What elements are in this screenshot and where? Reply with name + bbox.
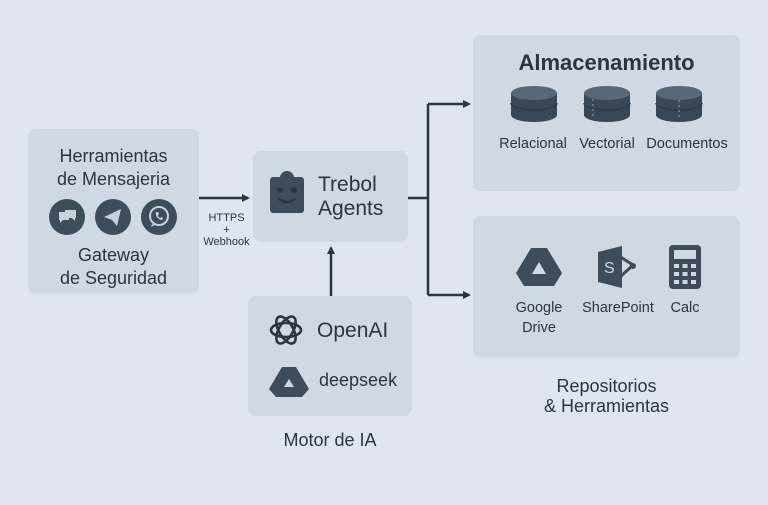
openai-label: OpenAI	[317, 319, 389, 342]
google-drive-icon	[516, 247, 562, 287]
gateway-line2: de Seguridad	[59, 268, 168, 288]
openai-icon	[267, 311, 305, 349]
svg-text:S: S	[604, 260, 615, 277]
google-drive-label-line1: Google	[515, 300, 563, 316]
messaging-title-line2: de Mensajeria	[56, 169, 171, 189]
repo-item-calc: Calc	[670, 300, 700, 316]
storage-item-vector: Vectorial	[579, 136, 635, 152]
robot-icon	[269, 168, 305, 214]
repo-item-sharepoint: SharePoint	[582, 300, 654, 316]
ai-engine-caption: Motor de IA	[283, 430, 377, 450]
chat-bubbles-icon	[49, 199, 85, 235]
agents-title-line2: Agents	[318, 197, 384, 220]
telegram-icon	[95, 199, 131, 235]
storage-item-relational: Relacional	[499, 136, 567, 152]
messaging-title: Herramientas de Mensajeria	[28, 145, 199, 191]
database-icon	[510, 85, 558, 123]
google-drive-label-line2: Drive	[522, 320, 556, 336]
deepseek-label: deepseek	[319, 370, 398, 390]
repositories-caption-line2: & Herramientas	[543, 396, 670, 416]
repo-item-google-drive: Google Drive	[506, 298, 572, 338]
sharepoint-icon: S	[597, 246, 639, 288]
repositories-caption-line1: Repositorios	[556, 376, 657, 396]
connection-label-line1: HTTPS	[208, 212, 245, 224]
connection-label: HTTPS + Webhook	[199, 212, 254, 248]
messaging-title-line1: Herramientas	[59, 146, 168, 166]
database-icon	[583, 85, 631, 123]
database-icon	[655, 85, 703, 123]
connection-label-line2: +	[223, 224, 230, 236]
gateway-line1: Gateway	[77, 245, 150, 265]
repositories-caption: Repositorios & Herramientas	[473, 376, 740, 416]
storage-title: Almacenamiento	[518, 50, 695, 75]
calculator-icon	[669, 245, 701, 289]
whatsapp-icon	[141, 199, 177, 235]
storage-item-documents: Documentos	[646, 136, 728, 152]
connection-label-line3: Webhook	[203, 236, 250, 248]
security-gateway-label: Gateway de Seguridad	[28, 244, 199, 290]
agents-title-line1: Trebol	[318, 173, 377, 196]
agents-title: Trebol Agents	[318, 173, 384, 221]
deepseek-icon	[269, 366, 309, 398]
